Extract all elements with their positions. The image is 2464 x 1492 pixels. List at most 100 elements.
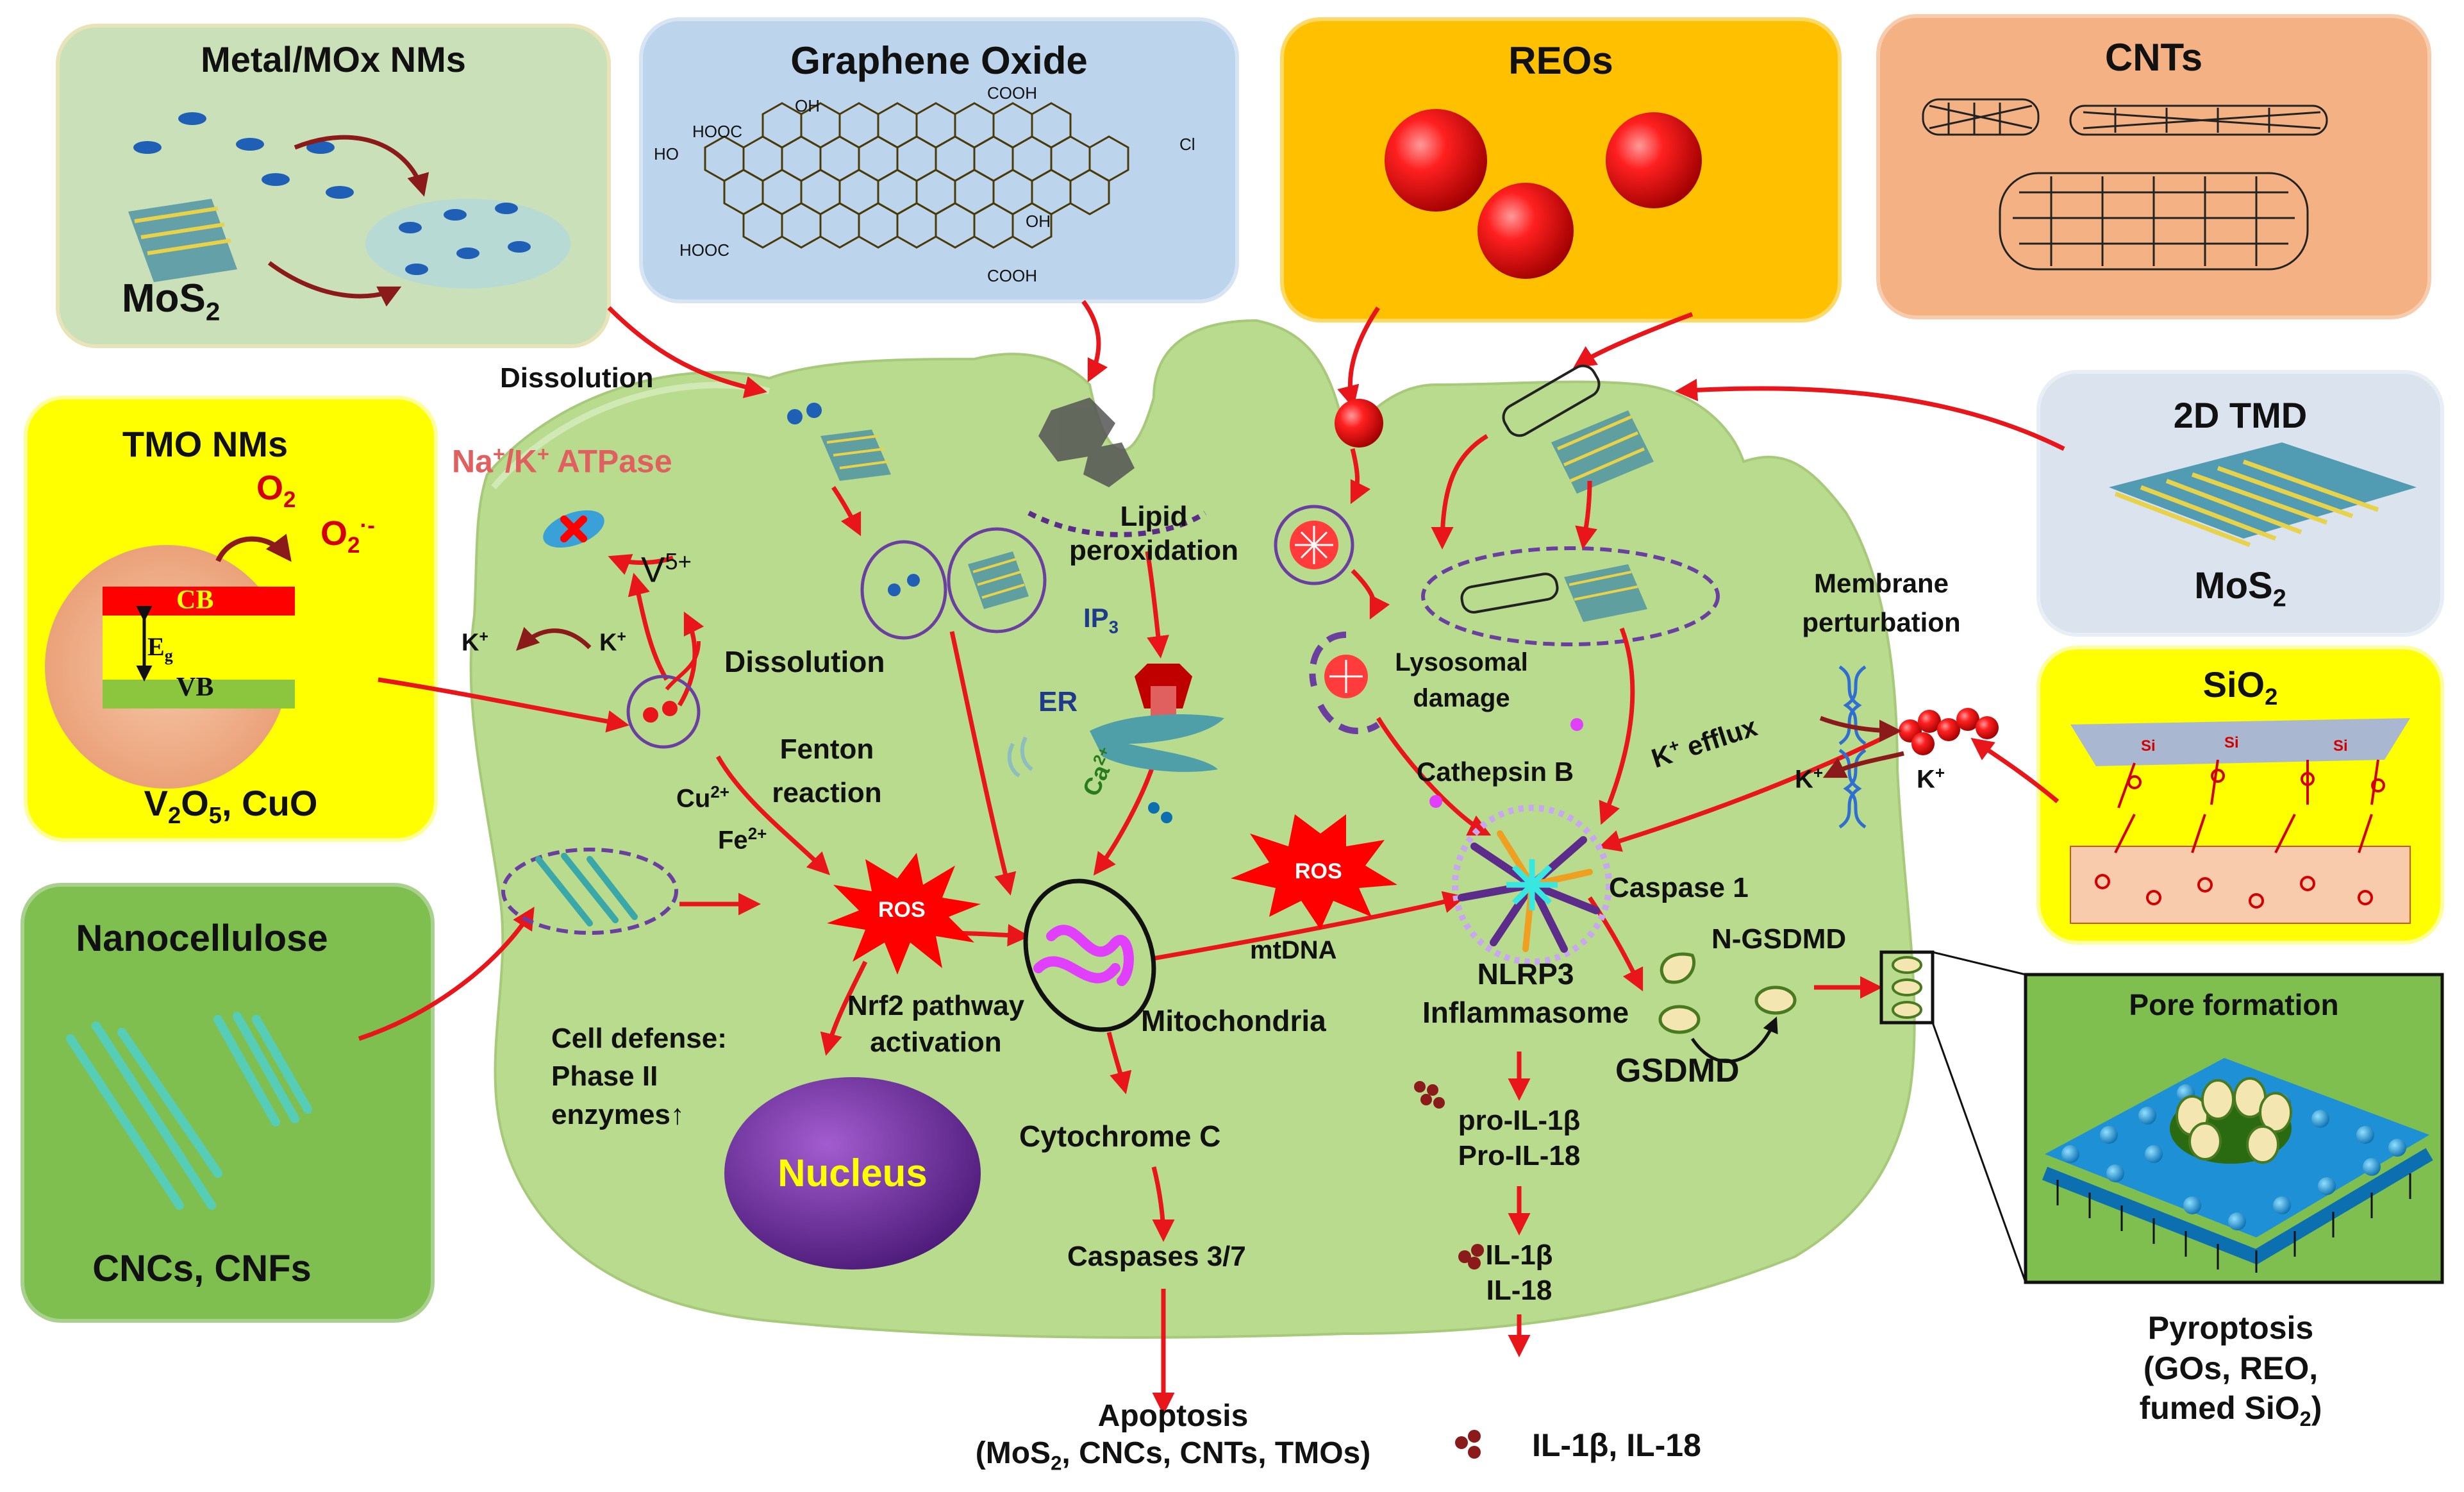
reo-title: REOs <box>1508 39 1613 82</box>
gsdmd-label: GSDMD <box>1615 1052 1740 1089</box>
go-group-3: COOH <box>987 83 1037 103</box>
dissolution-mid-label: Dissolution <box>724 645 885 678</box>
lipid-membrane <box>1028 510 1207 537</box>
go-group-6: COOH <box>987 266 1037 285</box>
damaged-lysosome <box>1309 632 1380 734</box>
o2-arrow <box>215 533 292 562</box>
o2-radical-label: O2·- <box>320 513 375 558</box>
sio2-title: SiO2 <box>2202 664 2278 710</box>
cell-body <box>469 319 1916 1339</box>
apoptosis-label: Apoptosis (MoS2, CNCs, CNTs, TMOs) <box>975 1399 1371 1475</box>
go-box <box>639 17 1239 303</box>
cleavage-arrow <box>1690 1016 1778 1064</box>
cnt-vesicle <box>1421 546 1720 646</box>
ros-burst-left <box>827 853 981 975</box>
go-group-1: HOOC <box>692 122 742 141</box>
sio2-structure <box>2070 718 2411 924</box>
tmd-mos2-label: MoS2 <box>2194 565 2286 612</box>
reo-entering <box>1335 399 1383 448</box>
na-k-atpase-pump <box>543 510 604 548</box>
cnt-box <box>1876 14 2431 319</box>
k-transport-arrow <box>516 626 592 651</box>
k-left-label: K+ <box>462 628 488 657</box>
cathepsin-label: Cathepsin B <box>1417 757 1574 787</box>
graphene-oxide-structure <box>704 102 1129 249</box>
dissolution-top-label: Dissolution <box>500 362 654 394</box>
mos2-entering <box>820 430 891 481</box>
atpase-label: Na+/K+ ATPase <box>452 442 672 480</box>
go-group-7: HO <box>654 144 679 163</box>
internal-arrows <box>608 433 1899 1415</box>
cnt-tubes <box>1922 98 2328 271</box>
tmd-title: 2D TMD <box>2173 395 2308 435</box>
tmo-examples: V2O5, CuO <box>144 783 318 829</box>
o2-label: O2 <box>256 469 296 512</box>
tmo-title: TMO NMs <box>122 424 288 464</box>
pore-mini <box>1879 950 1935 1025</box>
il-output-label: IL-1β, IL-18 <box>1532 1427 1701 1463</box>
nlrp3-inflammasome <box>1452 805 1612 965</box>
si-label-2: Si <box>2224 734 2239 751</box>
vb-label: VB <box>176 673 214 702</box>
lysosome-reo <box>1274 505 1354 585</box>
k-right-label: K+ <box>599 628 626 657</box>
pyroptosis-label: Pyroptosis (GOs, REO, fumed SiO2) <box>2139 1310 2322 1430</box>
k-membrane-right: K+ <box>1917 763 1945 794</box>
nanocellulose-box <box>21 883 435 1323</box>
nucleus <box>724 1077 981 1270</box>
nanocellulose-vesicle <box>501 848 678 935</box>
metal-mos2-label: MoS2 <box>122 276 221 326</box>
entering-particles <box>787 403 822 424</box>
reo-sphere <box>1606 112 1702 208</box>
cytokine-dots <box>1414 1081 1484 1459</box>
ip3-label: IP3 <box>1083 603 1119 637</box>
mitochondria <box>1023 878 1156 1032</box>
eg-label: Eg <box>147 632 173 665</box>
vb-band <box>103 680 295 708</box>
nanocellulose-examples: CNCs, CNFs <box>92 1248 312 1289</box>
metal-title: Metal/MOx NMs <box>201 39 466 80</box>
ros-right-label: ROS <box>1295 859 1342 884</box>
ros-burst-right <box>1231 814 1397 930</box>
cu-label: Cu2+ <box>676 782 729 813</box>
ros-left-label: ROS <box>878 898 926 922</box>
endosome-mos2 <box>947 527 1047 633</box>
reo-sphere <box>1478 183 1574 279</box>
mos2-sheet-small <box>128 199 237 282</box>
er-label: ER <box>1038 686 1078 717</box>
membrane-channel <box>1838 665 1867 829</box>
cb-label: CB <box>176 585 214 615</box>
mtdna-label: mtDNA <box>1250 936 1337 964</box>
cnt-title: CNTs <box>2104 36 2203 79</box>
n-gsdmd-label: N-GSDMD <box>1711 923 1847 955</box>
si-label-3: Si <box>2333 737 2348 755</box>
ion-cloud <box>365 199 570 289</box>
go-group-2: OH <box>795 96 820 115</box>
go-aggregate <box>1038 398 1135 487</box>
sio2-particles <box>1899 708 1999 755</box>
go-group-4: HOOC <box>679 240 729 260</box>
caspases37-label: Caspases 3/7 <box>1067 1241 1246 1272</box>
si-label-1: Si <box>2141 737 2156 755</box>
gsdmd-protein <box>1658 952 1797 1034</box>
go-title: Graphene Oxide <box>790 39 1088 82</box>
ip3-receptor <box>1135 664 1192 718</box>
v5-label: V5+ <box>641 548 692 590</box>
reo-box <box>1280 17 1842 323</box>
cb-band <box>103 587 295 616</box>
mitochondria-label: Mitochondria <box>1141 1004 1326 1037</box>
lipid-bilayer <box>2042 1058 2433 1273</box>
endoplasmic-reticulum <box>1090 714 1224 772</box>
pore-formation-label: Pore formation <box>2129 988 2339 1021</box>
go-group-5: OH <box>1026 212 1051 231</box>
cnt-entering <box>1502 364 1654 494</box>
